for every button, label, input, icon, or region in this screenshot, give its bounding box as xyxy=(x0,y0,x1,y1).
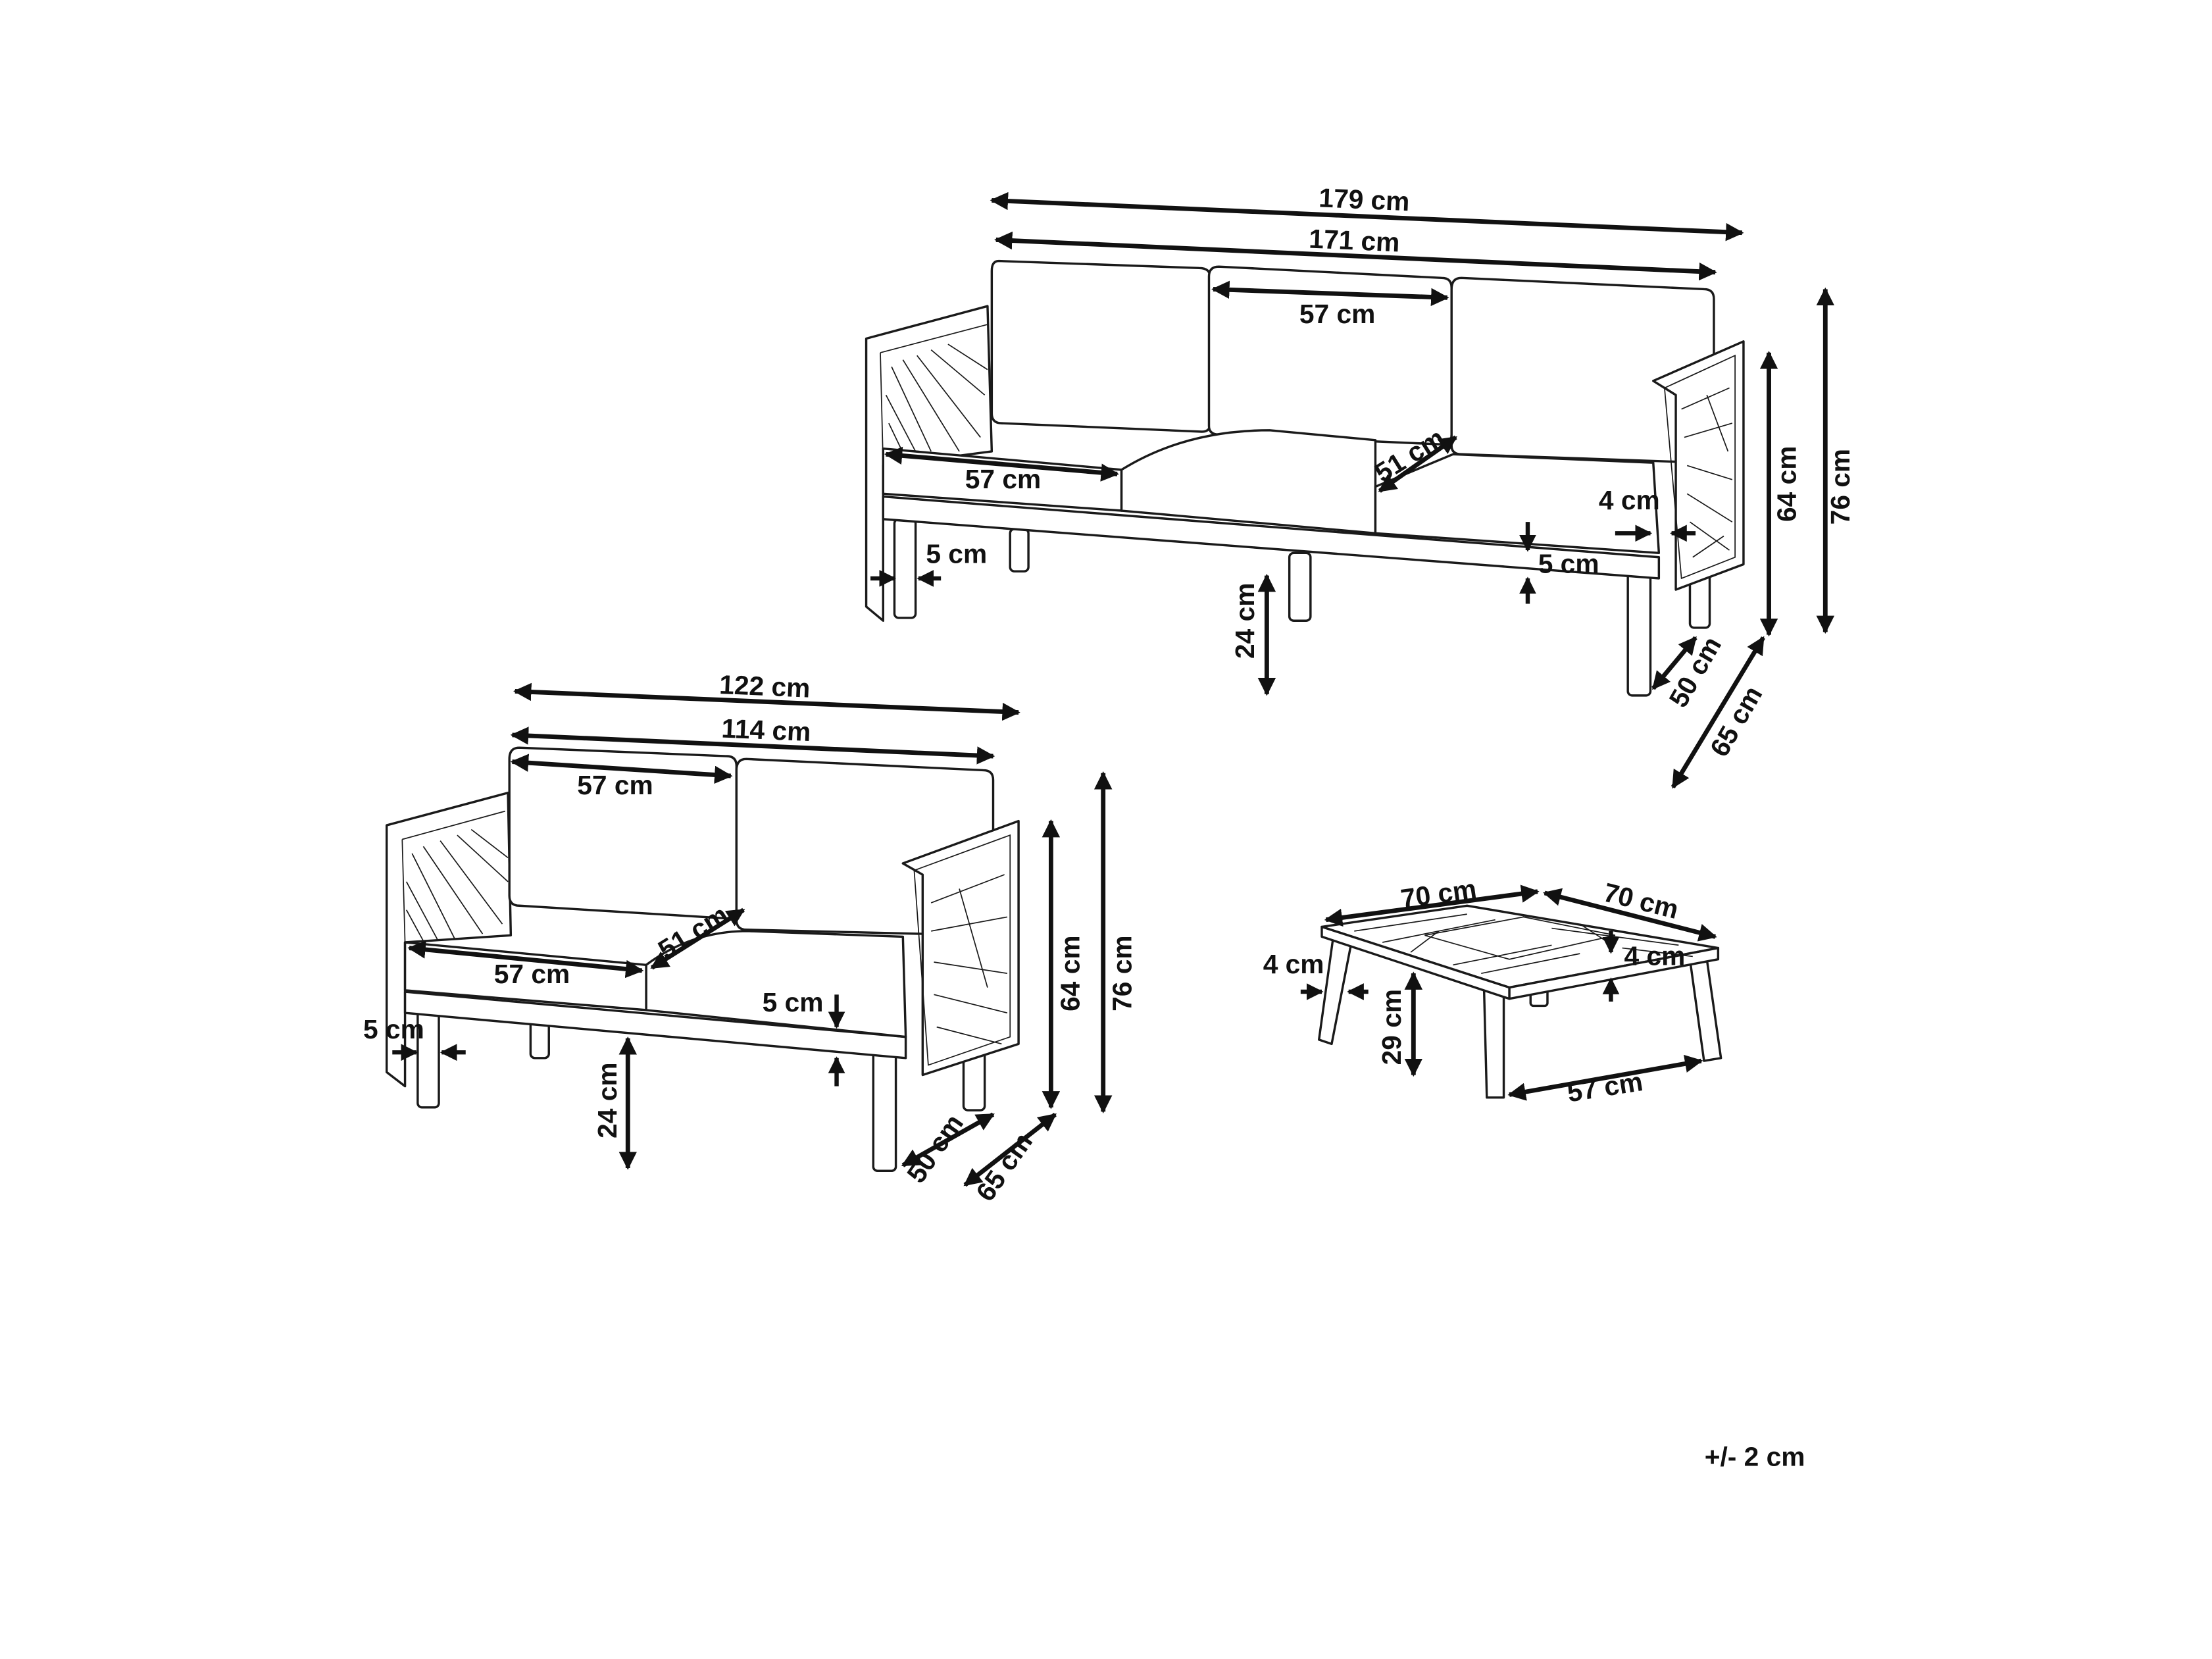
label-29cm: 29 cm xyxy=(1376,989,1407,1065)
coffee-table-dimensions xyxy=(1300,884,1717,1101)
label-back-57cm: 57 cm xyxy=(1299,299,1375,329)
label-65cm: 65 cm xyxy=(970,1127,1038,1207)
label-seat-57cm: 57 cm xyxy=(965,464,1041,494)
three-seater-sofa-drawing xyxy=(865,259,1745,697)
label-cushion-5cm: 5 cm xyxy=(763,987,824,1017)
label-50cm: 50 cm xyxy=(901,1109,969,1188)
label-back-57cm: 57 cm xyxy=(577,770,653,800)
label-76cm: 76 cm xyxy=(1825,449,1855,524)
three-seater-dimensions xyxy=(870,191,1835,789)
label-top-4cm: 4 cm xyxy=(1624,940,1685,971)
two-seater-dimensions xyxy=(392,682,1113,1187)
label-76cm: 76 cm xyxy=(1107,935,1138,1011)
label-50cm: 50 cm xyxy=(1663,631,1728,712)
label-leg-4cm: 4 cm xyxy=(1263,949,1324,979)
label-64cm: 64 cm xyxy=(1771,446,1801,522)
two-seater-sofa-drawing xyxy=(385,746,1020,1172)
label-171cm: 171 cm xyxy=(1308,223,1400,257)
label-4cm: 4 cm xyxy=(1599,485,1660,515)
label-179cm: 179 cm xyxy=(1318,182,1410,217)
label-seat-57cm: 57 cm xyxy=(494,959,570,989)
label-leg-5cm: 5 cm xyxy=(926,538,987,569)
label-114cm: 114 cm xyxy=(721,713,812,748)
label-122cm: 122 cm xyxy=(718,669,811,703)
two-seater-labels: 122 cm 114 cm 57 cm 57 cm 51 cm 5 cm 5 c… xyxy=(363,669,1138,1207)
label-24cm: 24 cm xyxy=(1230,582,1260,658)
label-cushion-5cm: 5 cm xyxy=(1538,548,1599,578)
tolerance-note: +/- 2 cm xyxy=(1705,1441,1805,1471)
label-57cm: 57 cm xyxy=(1565,1066,1645,1108)
label-64cm: 64 cm xyxy=(1055,935,1085,1011)
label-24cm: 24 cm xyxy=(592,1062,622,1138)
label-leg-5cm: 5 cm xyxy=(363,1014,424,1044)
